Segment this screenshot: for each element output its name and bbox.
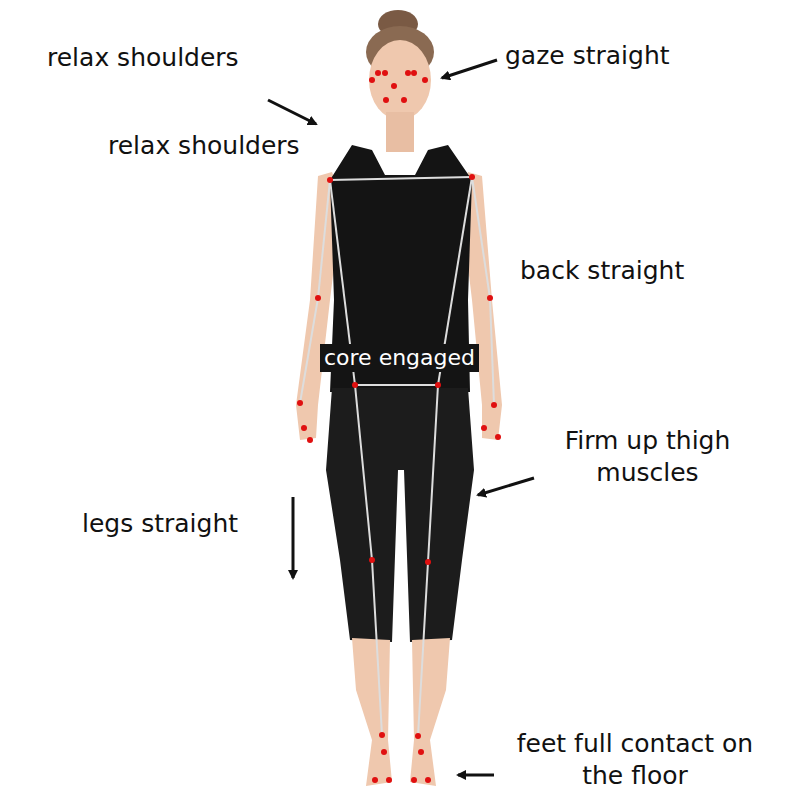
callout-label: relax shoulders	[108, 130, 300, 162]
callout-label: Firm up thigh muscles	[540, 425, 755, 489]
head	[369, 40, 431, 120]
callout-label: core engaged	[320, 344, 479, 372]
left-calf	[352, 638, 392, 786]
leggings	[326, 388, 474, 642]
callout-label: gaze straight	[505, 40, 670, 72]
pointer-arrows	[268, 60, 534, 775]
callout-label: relax shoulders	[47, 42, 239, 74]
callout-label: back straight	[520, 255, 684, 287]
callout-label: feet full contact on the floor	[500, 728, 770, 792]
skeleton-lines	[300, 177, 494, 736]
callout-label: legs straight	[82, 508, 238, 540]
keypoints	[297, 70, 501, 783]
neck	[386, 112, 414, 152]
right-calf	[410, 638, 450, 786]
